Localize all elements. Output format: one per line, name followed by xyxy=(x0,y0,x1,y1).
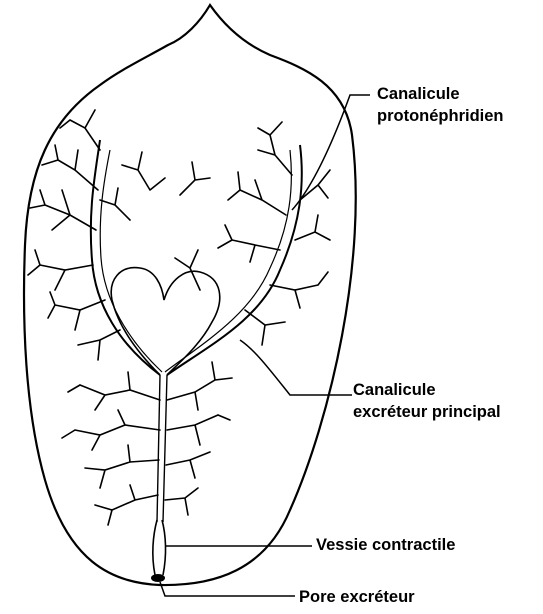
leader-protonephridial xyxy=(292,95,370,210)
label-main-canal-line2: excréteur principal xyxy=(353,402,501,422)
label-protonephridial-line1: Canalicule xyxy=(377,84,460,104)
excretory-pore xyxy=(151,574,165,582)
label-bladder: Vessie contractile xyxy=(316,535,455,555)
right-canaliculi xyxy=(165,122,330,515)
central-loop xyxy=(111,268,219,375)
body-outline xyxy=(24,5,356,585)
contractile-bladder xyxy=(153,520,166,575)
main-canal-loop xyxy=(91,140,302,375)
left-canaliculi xyxy=(28,110,165,525)
label-pore: Pore excréteur xyxy=(299,587,415,607)
label-main-canal-line1: Canalicule xyxy=(353,380,436,400)
leader-lines xyxy=(160,95,370,596)
label-protonephridial-line2: protonéphridien xyxy=(377,106,504,126)
